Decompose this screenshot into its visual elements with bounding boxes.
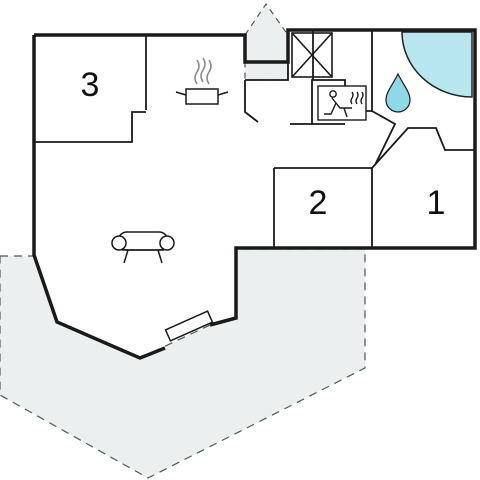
exterior-walls	[32, 28, 477, 360]
kitchen-pot-icon	[175, 57, 229, 105]
entrance-porch	[244, 2, 289, 81]
room-label-1: 1	[427, 184, 446, 222]
sofa-icon	[111, 231, 175, 264]
whirlpool-icon	[401, 31, 473, 98]
room-label-3: 3	[81, 66, 100, 104]
window-icon	[164, 310, 214, 342]
crossed-box-icon	[291, 32, 333, 78]
water-drop-icon	[385, 72, 411, 113]
sauna-icon	[317, 85, 367, 121]
room-label-2: 2	[309, 184, 328, 222]
interior-walls	[34, 30, 475, 248]
outdoor-terrace	[0, 248, 366, 479]
